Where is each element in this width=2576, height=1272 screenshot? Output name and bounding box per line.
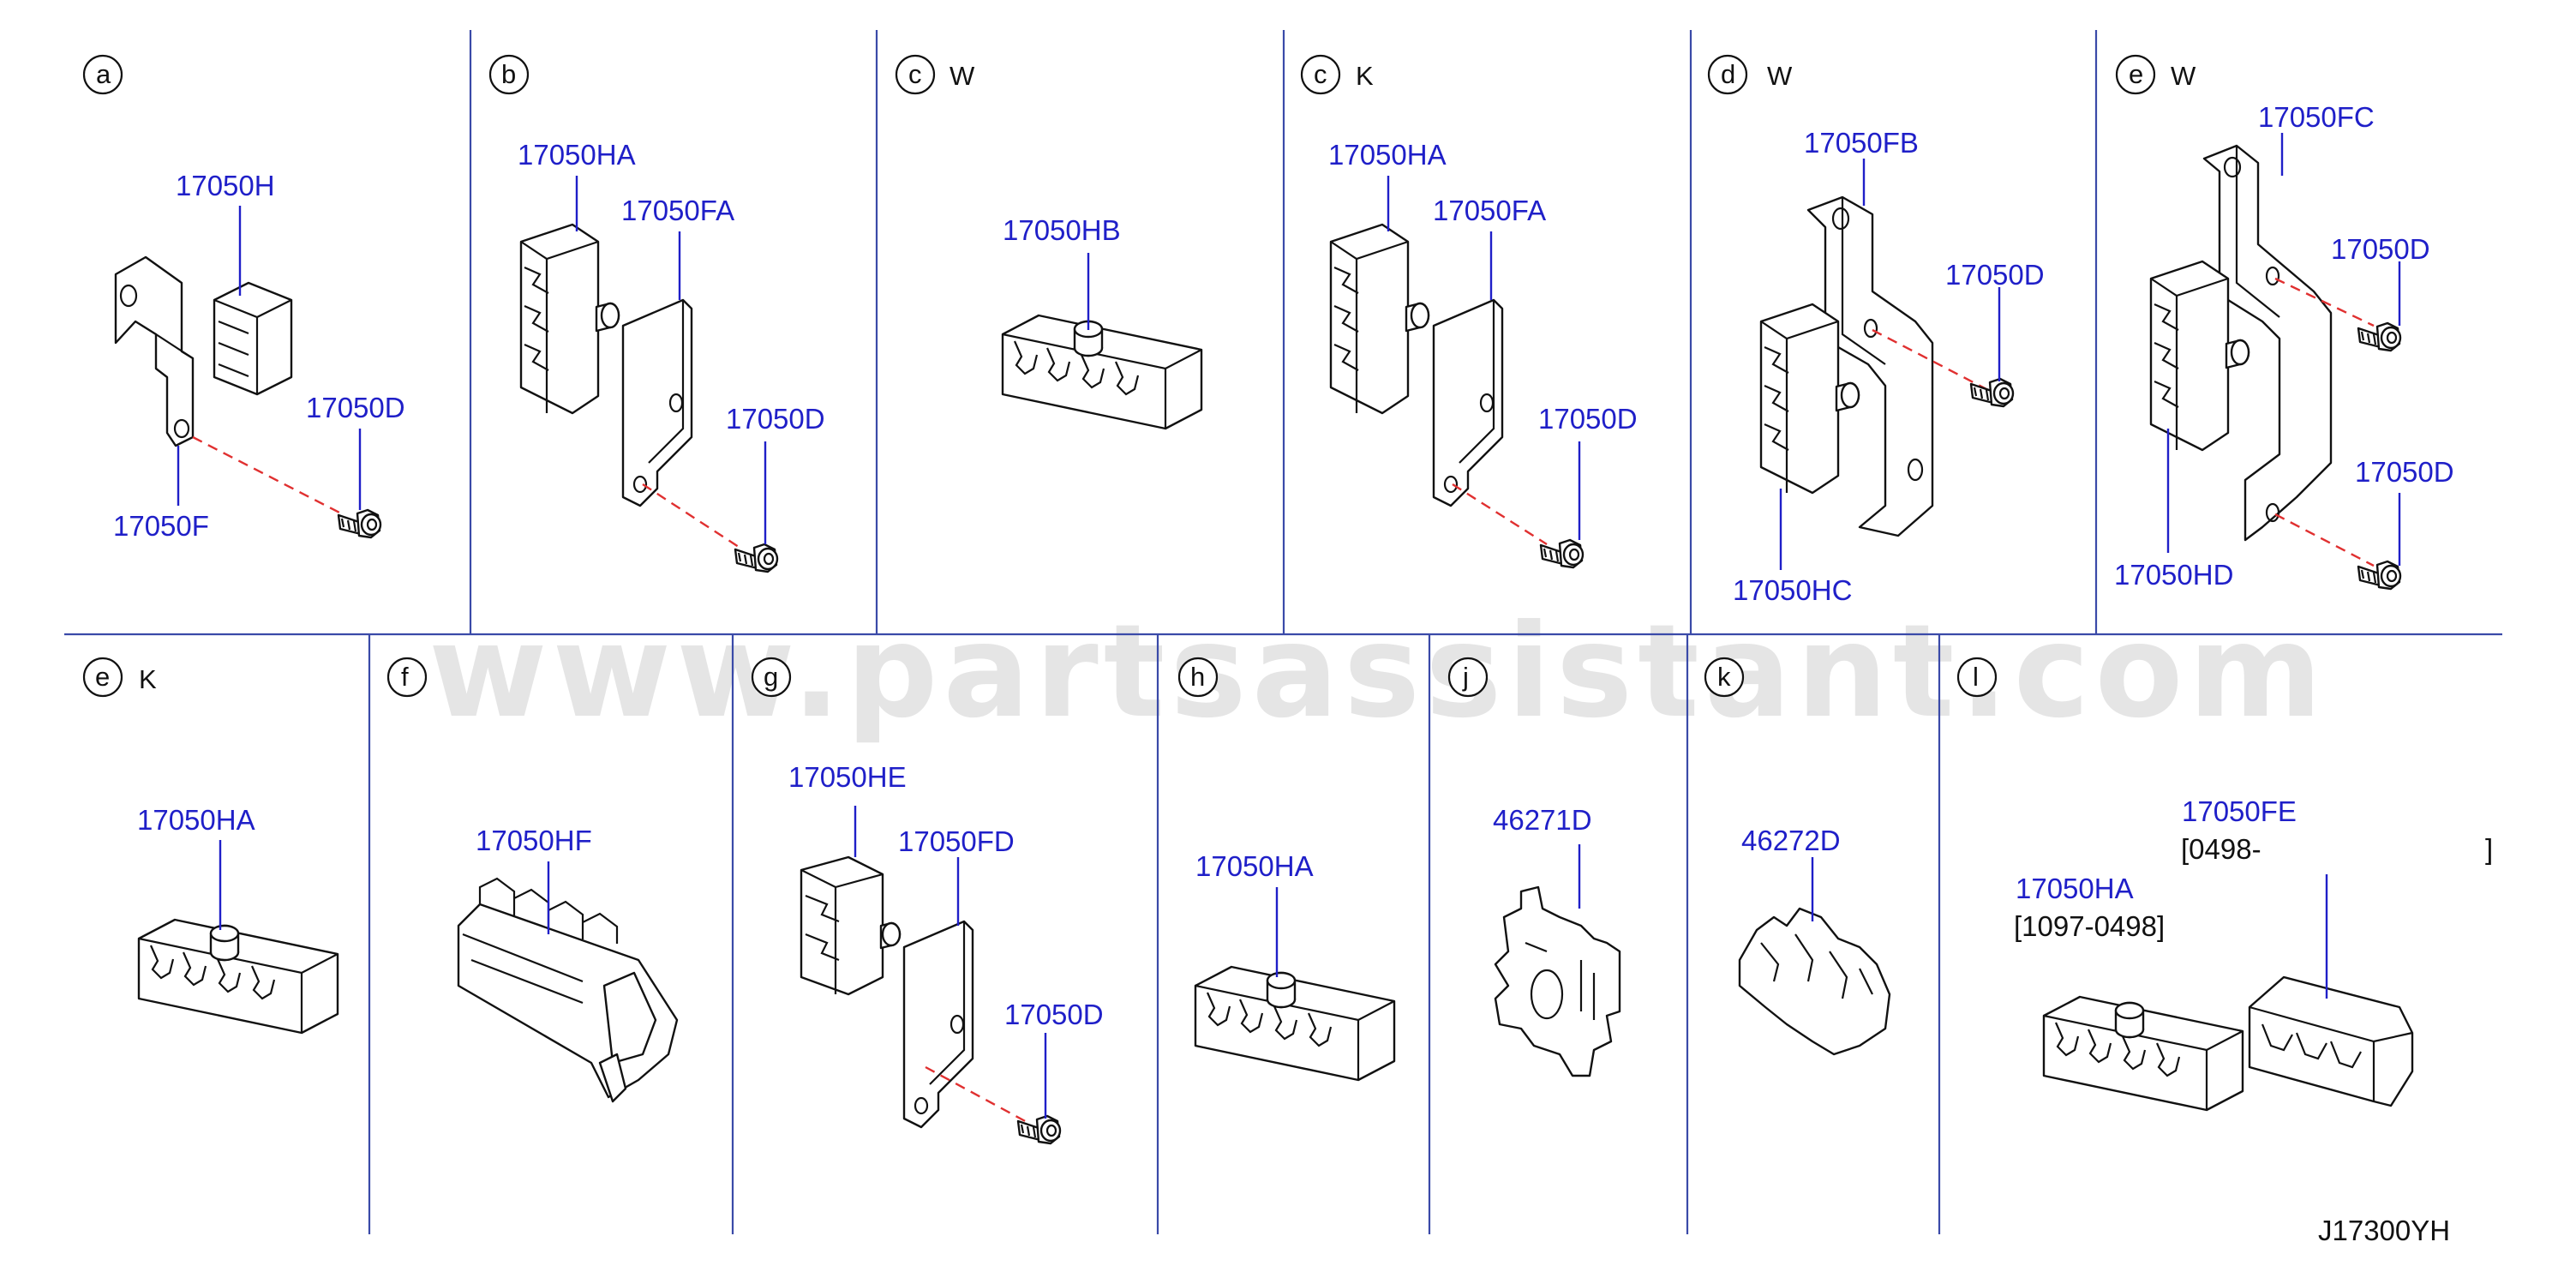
date-range-end: ] — [2485, 833, 2493, 865]
part-number: 46271D — [1493, 804, 1592, 836]
panel-e-w: e W 17050FC 17050D 17050D 17050HD — [2114, 54, 2454, 591]
part-number: 17050HB — [1003, 214, 1121, 246]
panel-label: f — [401, 662, 409, 692]
part-number: 17050H — [176, 170, 275, 201]
part-number: 17050FA — [1433, 195, 1546, 226]
panel-label: k — [1717, 662, 1731, 692]
variant-label: W — [1767, 61, 1793, 91]
part-number: 17050HC — [1733, 574, 1852, 606]
variant-label: K — [1356, 61, 1374, 91]
panel-j: j 46271D — [1447, 657, 1621, 1077]
panel-a: a 17050H 17050D 17050F — [82, 54, 405, 542]
panel-l: l 17050FE [0498- ] 17050HA [1097-0498] — [1956, 657, 2493, 1112]
part-number: 17050F — [113, 510, 209, 542]
part-number: 17050D — [1004, 999, 1104, 1030]
part-number: 17050HA — [2016, 873, 2134, 904]
variant-label: W — [2171, 61, 2196, 91]
panel-label: e — [2129, 59, 2143, 89]
part-number: 17050D — [2331, 233, 2430, 265]
part-number: 17050FD — [898, 825, 1015, 857]
part-number: 17050D — [2355, 456, 2454, 488]
panel-e-k: e K 17050HA — [82, 657, 339, 1035]
panel-label: e — [95, 662, 110, 692]
panel-dividers — [64, 30, 2502, 1234]
panel-h: h 17050HA — [1177, 657, 1396, 1082]
part-number: 17050FC — [2258, 101, 2375, 133]
part-number: 46272D — [1741, 825, 1841, 856]
part-number: 17050D — [1945, 259, 2045, 291]
variant-label: K — [139, 664, 157, 694]
diagram-code: J17300YH — [2318, 1215, 2450, 1246]
variant-label: W — [950, 61, 975, 91]
panel-k: k 46272D — [1704, 657, 1891, 1056]
date-range: [1097-0498] — [2014, 910, 2165, 942]
panel-d-w: d W 17050FB 17050D 17050HC — [1707, 54, 2045, 606]
panel-label: l — [1973, 662, 1979, 692]
panel-b: b 17050HA 17050FA 17050D — [488, 54, 825, 573]
panel-label: b — [501, 59, 516, 89]
part-number: 17050HA — [1195, 850, 1314, 882]
panel-label: a — [96, 59, 111, 89]
part-number: 17050HA — [518, 139, 636, 171]
part-number: 17050HA — [1328, 139, 1447, 171]
part-number: 17050D — [306, 392, 405, 423]
part-number: 17050FA — [621, 195, 734, 226]
panel-label: j — [1462, 662, 1469, 692]
panel-c-w: c W 17050HB — [895, 54, 1203, 430]
panel-g: g 17050HE 17050FD 17050D — [751, 657, 1104, 1145]
date-range-start: [0498- — [2181, 833, 2261, 865]
part-number: 17050FB — [1804, 127, 1919, 159]
part-number: 17050FE — [2182, 795, 2297, 827]
part-number: 17050HA — [137, 804, 255, 836]
panel-label: c — [908, 59, 922, 89]
part-number: 17050D — [726, 403, 825, 435]
panel-label: c — [1314, 59, 1327, 89]
panel-label: d — [1721, 59, 1735, 89]
panel-label: h — [1190, 662, 1205, 692]
watermark-text: www.partsassistant.com — [428, 597, 2327, 747]
panel-f: f 17050HF — [386, 657, 679, 1103]
panel-c-k: c K 17050HA 17050FA 17050D — [1300, 54, 1638, 569]
part-number: 17050D — [1538, 403, 1638, 435]
part-number: 17050HE — [788, 761, 907, 793]
panel-label: g — [764, 662, 778, 692]
part-number: 17050HF — [476, 825, 592, 856]
part-number: 17050HD — [2114, 559, 2233, 591]
